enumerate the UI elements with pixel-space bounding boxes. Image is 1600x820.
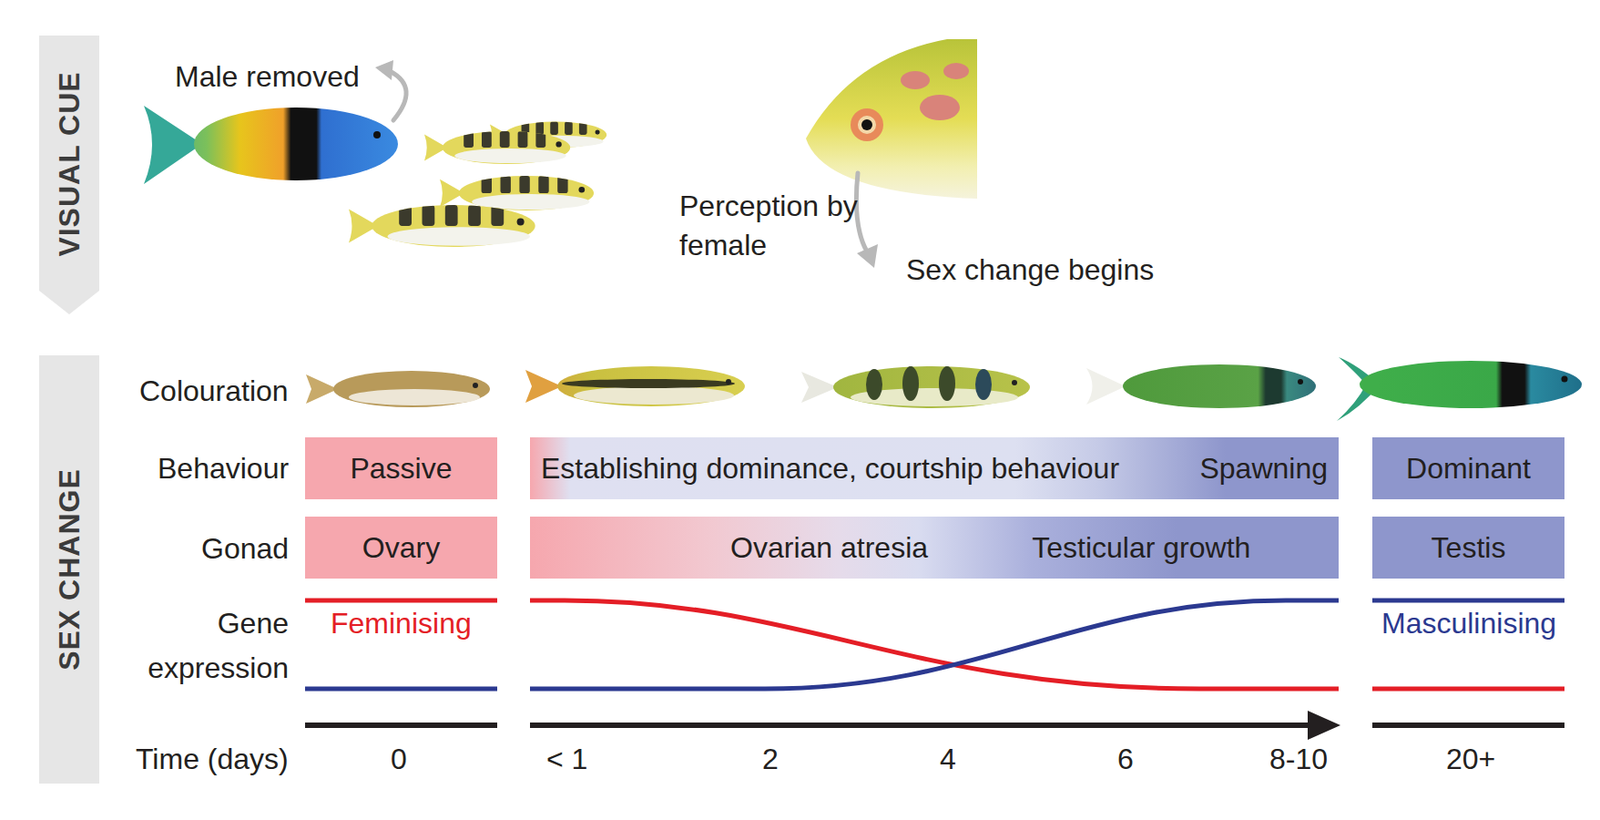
- tab-shape: [39, 35, 100, 315]
- colour-fish-part: [557, 366, 745, 407]
- time-tick: 8-10: [1269, 742, 1328, 776]
- colour-fish-part: [1086, 367, 1126, 405]
- colour-fish-part: [1122, 364, 1316, 408]
- colour-fish-part: [725, 378, 732, 385]
- female-head-closeup-part: [919, 94, 960, 121]
- colour-fish-part: [348, 388, 480, 406]
- perception-arrow: [856, 173, 878, 268]
- colour-fish-part: [305, 374, 338, 404]
- colour-fish-part: [1297, 378, 1304, 385]
- gene-expression-lines-part: [529, 600, 1339, 689]
- annotation: Sex change begins: [906, 253, 1154, 287]
- behaviour-band: Establishing dominance, courtship behavi…: [529, 437, 1339, 500]
- section-title: VISUAL CUE: [52, 71, 87, 256]
- line-label: Masculinising: [1381, 606, 1557, 641]
- behaviour-band: Dominant: [1372, 437, 1565, 500]
- row-label: Colouration: [139, 374, 289, 408]
- band-text: Testis: [1431, 530, 1507, 565]
- time-tick: 0: [390, 742, 408, 776]
- band-text: Dominant: [1406, 451, 1531, 486]
- row-label: Gene expression: [124, 601, 289, 691]
- row-label: Gonad: [201, 531, 289, 566]
- section-tab: SEX CHANGE: [39, 355, 100, 784]
- gene-expression-lines-part: [305, 686, 498, 692]
- gonad-band: Testis: [1372, 516, 1565, 579]
- colour-fish-part: [525, 369, 562, 403]
- time-axis: [305, 710, 1565, 740]
- colour-fish-part: [472, 382, 479, 388]
- time-axis-part: [1307, 710, 1341, 740]
- time-axis-part: [529, 722, 1314, 728]
- colour-fish-part: [1561, 376, 1569, 383]
- time-tick: 4: [939, 742, 957, 776]
- female-fish-part: [424, 131, 571, 164]
- colour-fish-part: [1011, 379, 1018, 386]
- gene-expression-lines-part: [529, 600, 1339, 689]
- band-text: Spawning: [1199, 451, 1328, 486]
- line-label: Feminising: [330, 606, 472, 641]
- behaviour-band: Passive: [305, 437, 498, 500]
- perception-arrow-part: [856, 244, 878, 268]
- colour-fish-part: [902, 366, 919, 401]
- gene-expression-lines-part: [305, 598, 498, 603]
- band-text: Establishing dominance, courtship behavi…: [540, 451, 1120, 486]
- colour-fish: [525, 366, 745, 407]
- colour-fish-part: [938, 366, 956, 401]
- band-text: Testicular growth: [1031, 530, 1251, 565]
- row-label: Behaviour: [157, 451, 289, 486]
- female-head-closeup-part: [861, 119, 873, 131]
- colour-fish-part: [801, 371, 838, 403]
- female-fish: [348, 122, 607, 247]
- male-fish: [143, 105, 398, 184]
- removal-arrow: [375, 60, 407, 121]
- row-label: Time (days): [135, 742, 289, 776]
- female-head-closeup-part: [857, 115, 877, 134]
- female-head-closeup: [805, 39, 978, 199]
- time-axis-part: [305, 722, 498, 728]
- female-head-closeup-part: [900, 71, 930, 90]
- male-fish-part: [193, 107, 398, 181]
- removal-arrow-part: [375, 60, 394, 81]
- male-fish-part: [373, 131, 381, 139]
- colour-fish-part: [333, 370, 490, 408]
- colour-fish: [801, 366, 1030, 408]
- colour-fish-part: [1359, 360, 1582, 408]
- female-fish-part: [348, 204, 536, 247]
- gonad-band: Ovary: [305, 516, 498, 579]
- section-title: SEX CHANGE: [52, 468, 87, 671]
- female-head-closeup-part: [805, 39, 978, 199]
- colour-fish: [305, 370, 490, 408]
- gonad-band: Ovarian atresia Testicular growth: [529, 516, 1339, 579]
- removal-arrow-part: [389, 71, 407, 121]
- time-tick: 6: [1117, 742, 1134, 776]
- time-tick: 2: [762, 742, 779, 776]
- female-head-closeup-part: [943, 62, 969, 80]
- gene-expression-lines-part: [1372, 686, 1565, 692]
- time-tick: < 1: [546, 742, 588, 776]
- band-text: Passive: [349, 451, 452, 486]
- male-fish-part: [143, 105, 203, 184]
- colour-fish-part: [561, 378, 735, 388]
- colour-fish-part: [975, 368, 992, 400]
- section-tab: VISUAL CUE: [39, 35, 100, 315]
- tab-shape: [39, 355, 100, 784]
- gene-expression-lines-part: [1372, 598, 1565, 603]
- colour-fish: [1086, 364, 1316, 408]
- annotation: Male removed: [174, 60, 360, 94]
- colour-fish-part: [573, 386, 734, 405]
- annotation: Perception by female: [679, 186, 862, 265]
- female-head-closeup-part: [850, 108, 884, 142]
- colour-fish: [1336, 356, 1582, 421]
- time-tick: 20+: [1446, 742, 1496, 776]
- band-text: Ovarian atresia: [730, 530, 928, 565]
- time-axis-part: [1372, 722, 1565, 728]
- perception-arrow-part: [856, 173, 867, 252]
- band-text: Ovary: [362, 530, 440, 565]
- colour-fish-part: [833, 366, 1030, 408]
- gene-expression-lines: [305, 600, 1565, 689]
- colour-fish-part: [866, 368, 883, 400]
